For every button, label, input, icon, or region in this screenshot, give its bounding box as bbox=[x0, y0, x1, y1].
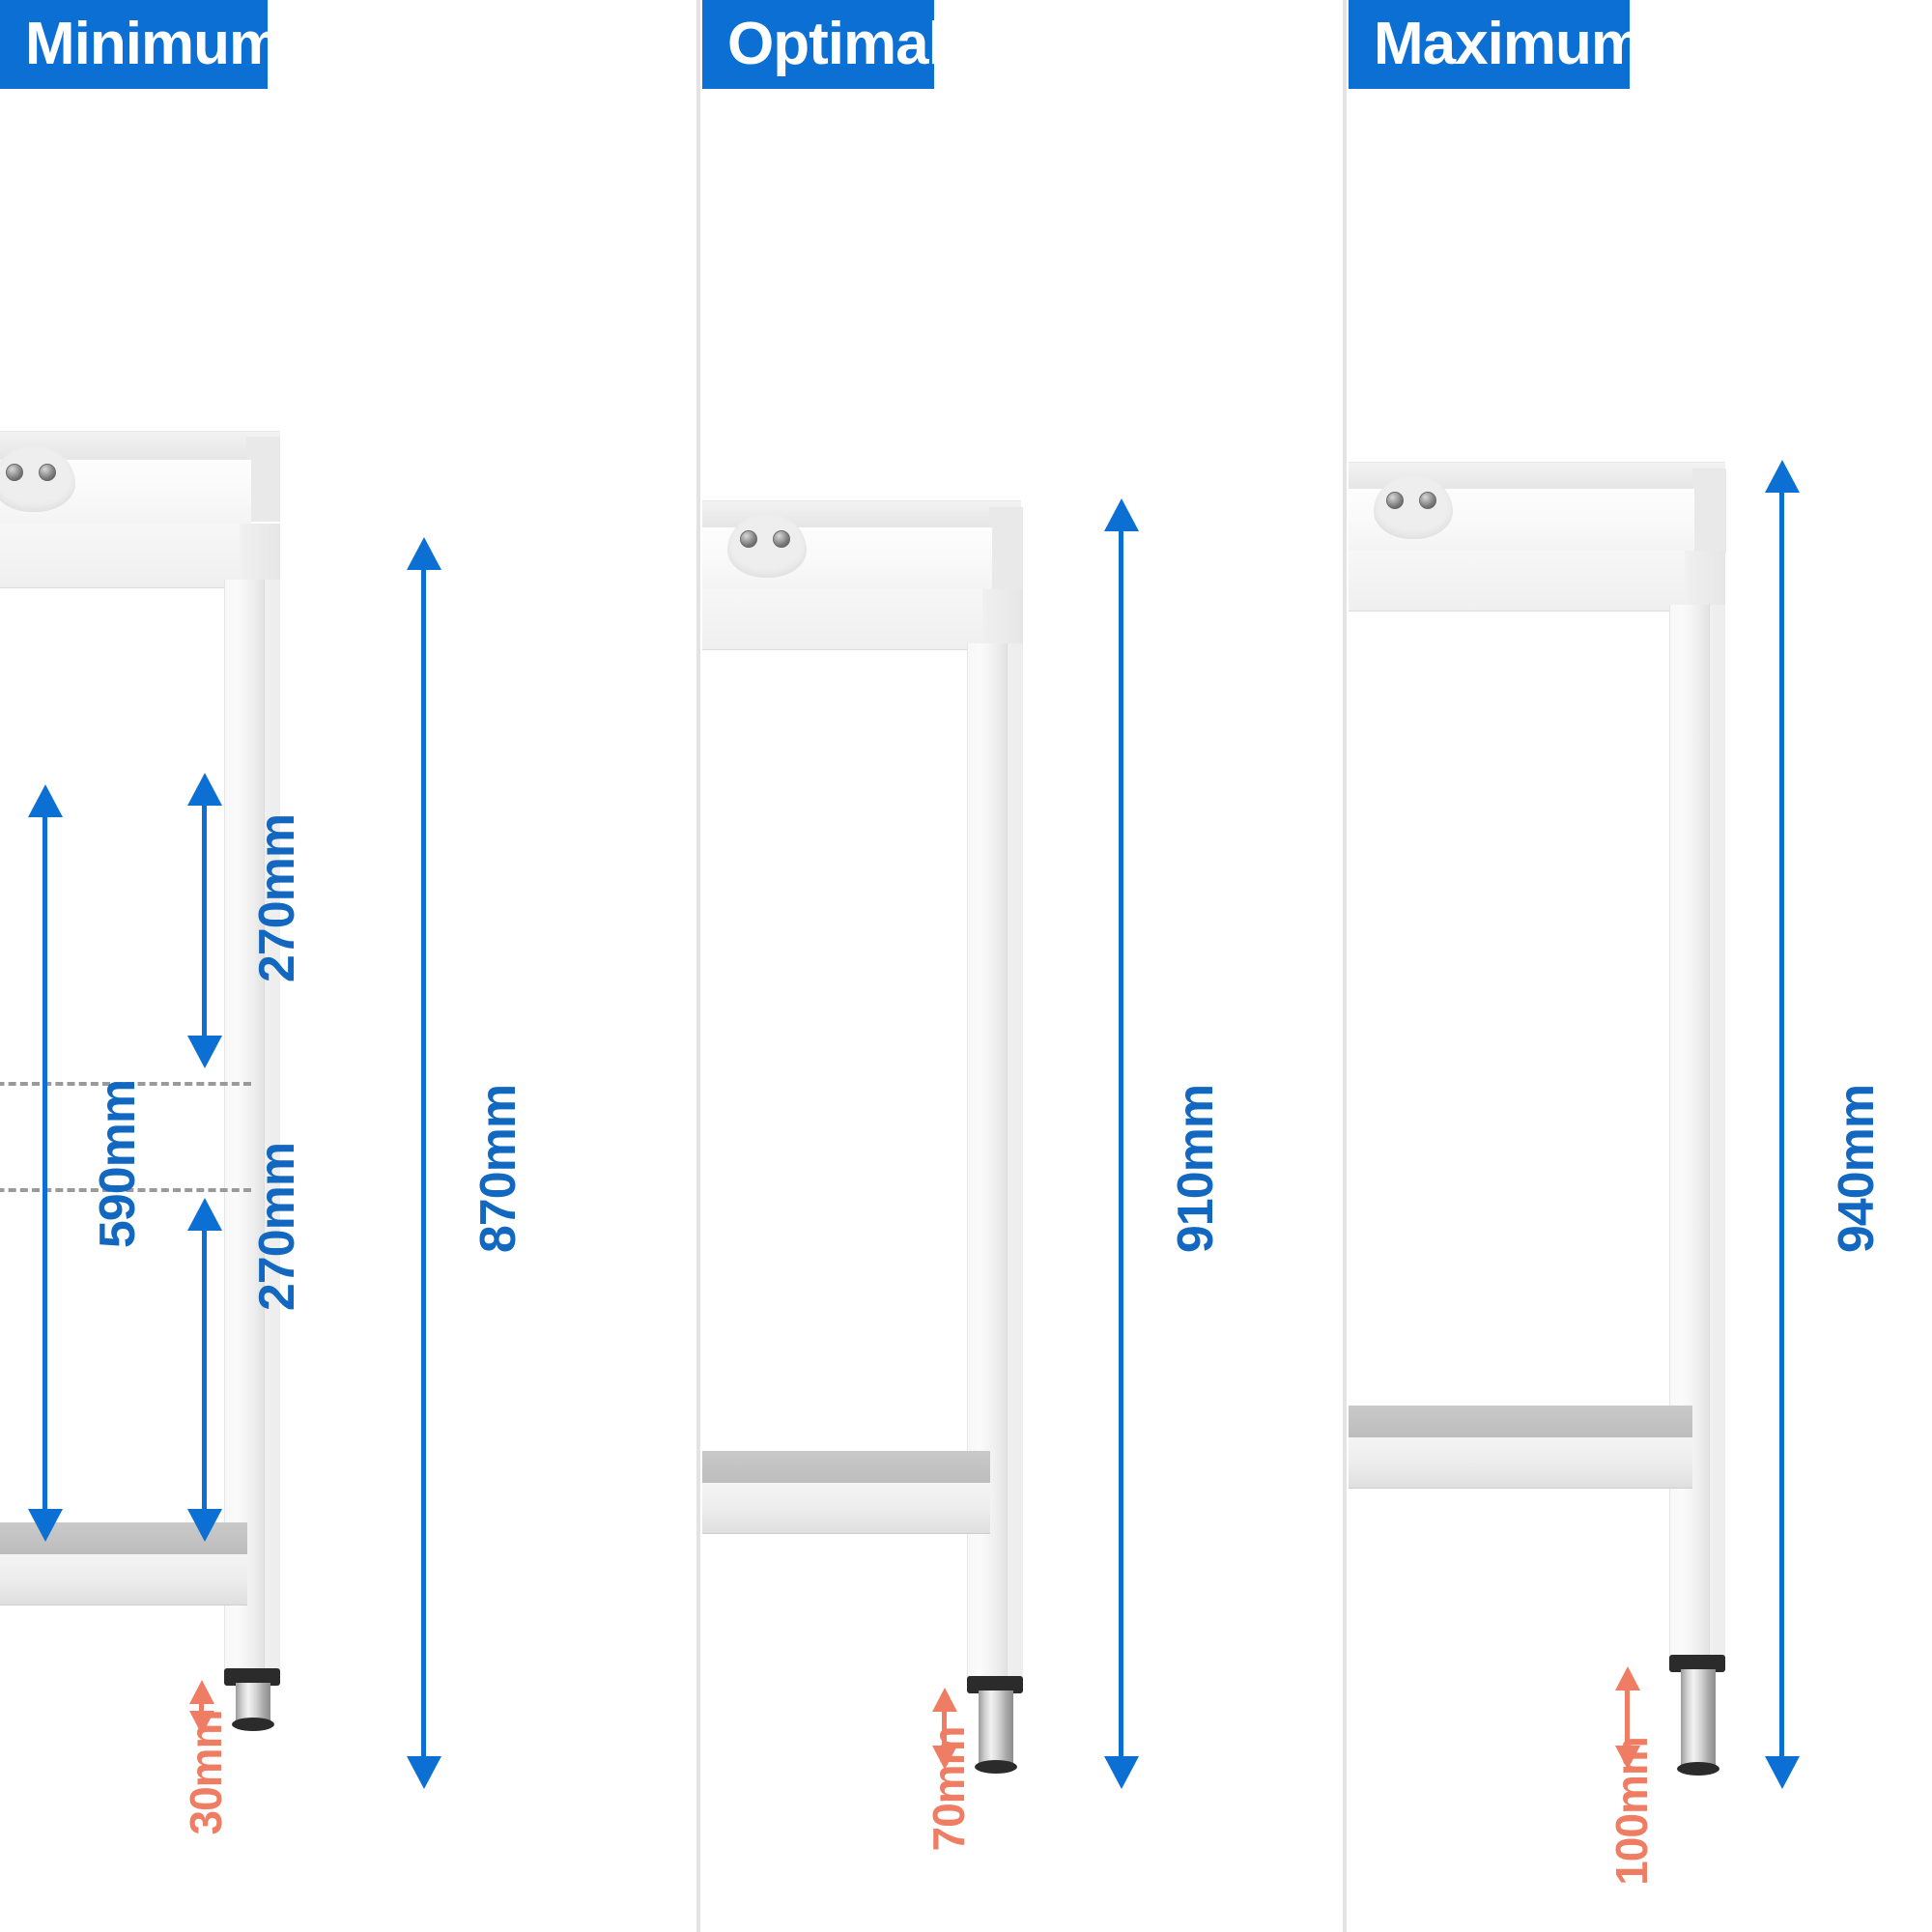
dim-70-label: 70mm bbox=[923, 1726, 974, 1852]
dim-940-label: 940mm bbox=[1829, 1084, 1885, 1254]
dim-70-arrow-top bbox=[932, 1688, 957, 1712]
dim-940-arrow-top bbox=[1765, 460, 1800, 493]
dim-100-label: 100mm bbox=[1606, 1737, 1657, 1886]
apron-side bbox=[240, 524, 280, 587]
panel-divider-2 bbox=[1343, 0, 1347, 1932]
lower-shelf-top bbox=[702, 1451, 990, 1483]
foot-base-cap bbox=[1677, 1762, 1719, 1776]
reference-line-lower bbox=[0, 1188, 251, 1192]
adjustable-foot-shaft bbox=[1681, 1669, 1716, 1768]
dim-940-arrow-bottom bbox=[1765, 1756, 1800, 1789]
dim-70-arrow-bottom bbox=[932, 1746, 957, 1770]
bracket-screw-right bbox=[773, 530, 790, 548]
foot-base-cap bbox=[232, 1718, 274, 1731]
dim-30-label: 30mm bbox=[181, 1710, 231, 1835]
worktop-right-edge bbox=[246, 437, 280, 522]
lower-shelf-face bbox=[702, 1483, 990, 1534]
banner-maximum: Maximum bbox=[1349, 0, 1644, 89]
leg-front bbox=[1669, 605, 1710, 1658]
worktop-right-edge bbox=[1692, 469, 1726, 554]
panel-maximum: Maximum 940mm 100mm bbox=[1347, 0, 1932, 1932]
mounting-bracket bbox=[0, 446, 75, 512]
dim-270-lower-label: 270mm bbox=[249, 1142, 305, 1312]
dim-870-label: 870mm bbox=[470, 1084, 526, 1254]
lower-shelf-face bbox=[0, 1554, 247, 1605]
reference-line-upper bbox=[0, 1082, 251, 1086]
dim-270-lower-line bbox=[202, 1229, 207, 1509]
dim-30-arrow-bottom bbox=[189, 1711, 214, 1735]
dim-100-line bbox=[1625, 1689, 1630, 1748]
leg-front bbox=[224, 580, 265, 1671]
dim-910-label: 910mm bbox=[1168, 1084, 1224, 1254]
apron-front bbox=[702, 589, 982, 650]
foot-collar bbox=[1669, 1655, 1725, 1672]
dim-870-arrow-bottom bbox=[407, 1756, 441, 1789]
panel-minimum: Minimum 590mm 270mm 270 bbox=[0, 0, 696, 1932]
dim-100-arrow-bottom bbox=[1615, 1746, 1640, 1770]
foot-collar bbox=[967, 1676, 1023, 1693]
foot-base-cap bbox=[975, 1760, 1017, 1774]
dim-270-upper-line bbox=[202, 804, 207, 1036]
dim-910-arrow-top bbox=[1104, 498, 1139, 531]
dim-590-line bbox=[43, 815, 47, 1530]
dim-270-upper-arrow-bottom bbox=[187, 1036, 222, 1068]
dim-940-line bbox=[1779, 491, 1784, 1776]
apron-front bbox=[0, 524, 240, 588]
dim-590-label: 590mm bbox=[90, 1079, 146, 1249]
bracket-screw-left bbox=[1386, 492, 1404, 509]
apron-side bbox=[1685, 551, 1725, 611]
dim-270-lower-arrow-top bbox=[187, 1198, 222, 1231]
dim-910-arrow-bottom bbox=[1104, 1756, 1139, 1789]
dim-30-line bbox=[199, 1702, 204, 1714]
dim-70-line bbox=[942, 1710, 947, 1748]
dim-870-line bbox=[421, 568, 426, 1776]
banner-minimum: Minimum bbox=[0, 0, 282, 89]
mounting-bracket bbox=[727, 514, 807, 578]
adjustable-foot-shaft bbox=[236, 1683, 270, 1723]
worktop-right-edge bbox=[989, 507, 1023, 592]
bracket-screw-right bbox=[39, 464, 56, 481]
dim-30-arrow-top bbox=[189, 1680, 214, 1704]
foot-collar bbox=[224, 1668, 280, 1686]
apron-side bbox=[982, 589, 1023, 649]
bracket-screw-left bbox=[6, 464, 23, 481]
bracket-screw-right bbox=[1419, 492, 1436, 509]
dim-870-arrow-top bbox=[407, 537, 441, 570]
lower-shelf-face bbox=[1349, 1437, 1692, 1489]
dim-100-arrow-top bbox=[1615, 1666, 1640, 1690]
adjustable-foot-shaft bbox=[979, 1690, 1013, 1766]
panel-divider-1 bbox=[696, 0, 700, 1932]
dim-590-arrow-top bbox=[28, 784, 63, 817]
dim-270-upper-label: 270mm bbox=[249, 813, 305, 983]
banner-optimal: Optimal bbox=[702, 0, 945, 89]
mounting-bracket bbox=[1374, 475, 1453, 539]
dim-910-line bbox=[1119, 529, 1123, 1776]
lower-shelf-top bbox=[1349, 1406, 1692, 1437]
apron-front bbox=[1349, 551, 1687, 611]
dim-270-lower-arrow-bottom bbox=[187, 1509, 222, 1542]
bracket-screw-left bbox=[740, 530, 757, 548]
panel-optimal: Optimal 910mm 70mm bbox=[700, 0, 1343, 1932]
dim-590-arrow-bottom bbox=[28, 1509, 63, 1542]
dim-270-upper-arrow-top bbox=[187, 773, 222, 806]
